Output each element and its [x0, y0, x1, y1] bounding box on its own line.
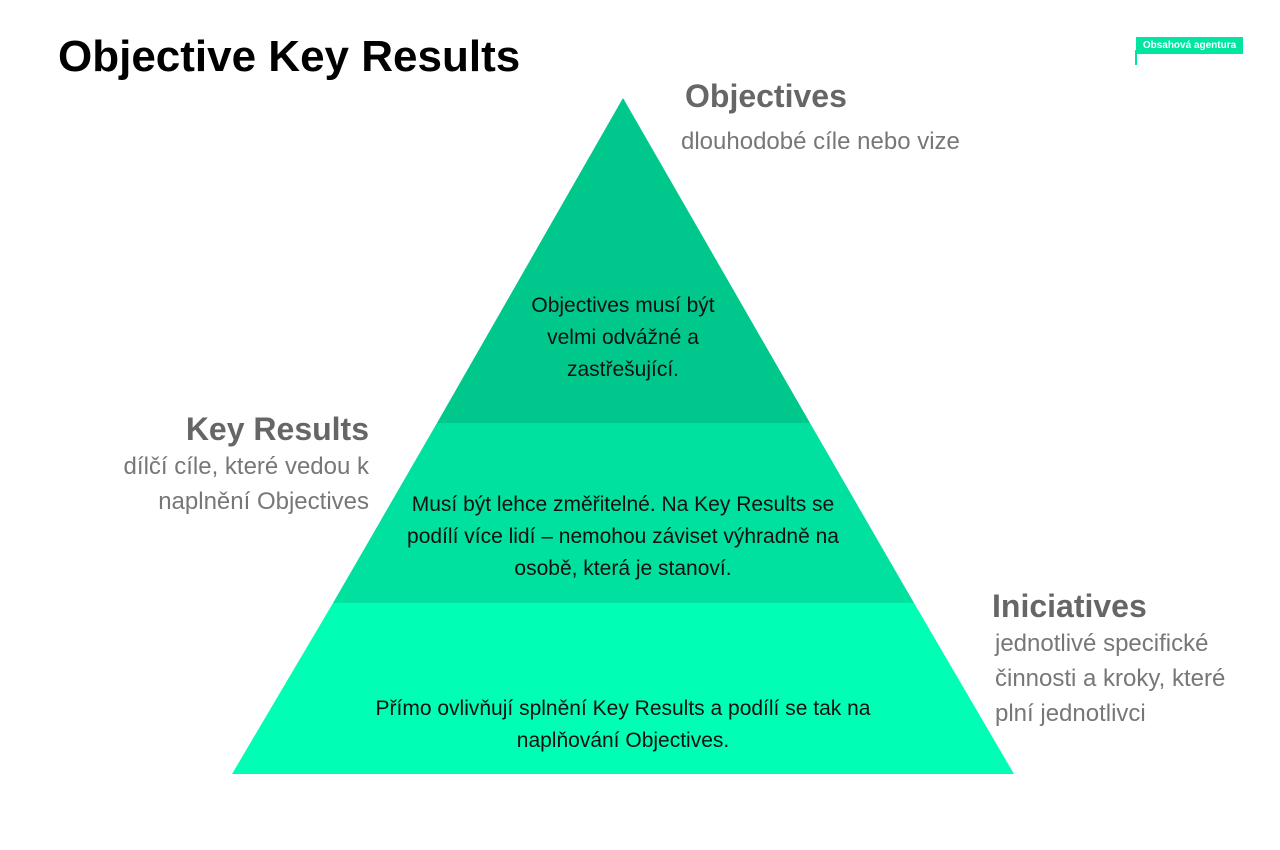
initiatives-heading: Iniciatives — [992, 588, 1147, 624]
pyramid-tier-middle — [333, 423, 914, 603]
tier-middle-text: Musí být lehce změřitelné. Na Key Result… — [407, 493, 839, 580]
key-results-heading: Key Results — [185, 411, 369, 447]
objectives-heading: Objectives — [685, 78, 847, 114]
pyramid-tier-bottom — [232, 603, 1014, 774]
brand-badge-tick — [1135, 50, 1137, 65]
brand-badge: Obsahová agentura — [1136, 37, 1243, 54]
page-title: Objective Key Results — [58, 32, 521, 81]
tier-top-text: Objectives musí být velmi odvážné a zast… — [531, 294, 715, 381]
key-results-description: dílčí cíle, které vedou k naplnění Objec… — [123, 453, 369, 515]
objectives-description: dlouhodobé cíle nebo vize — [681, 128, 960, 155]
initiatives-description: jednotlivé specifické činnosti a kroky, … — [995, 630, 1226, 727]
tier-bottom-text: Přímo ovlivňují splnění Key Results a po… — [375, 697, 871, 752]
pyramid-tier-top — [437, 98, 810, 423]
